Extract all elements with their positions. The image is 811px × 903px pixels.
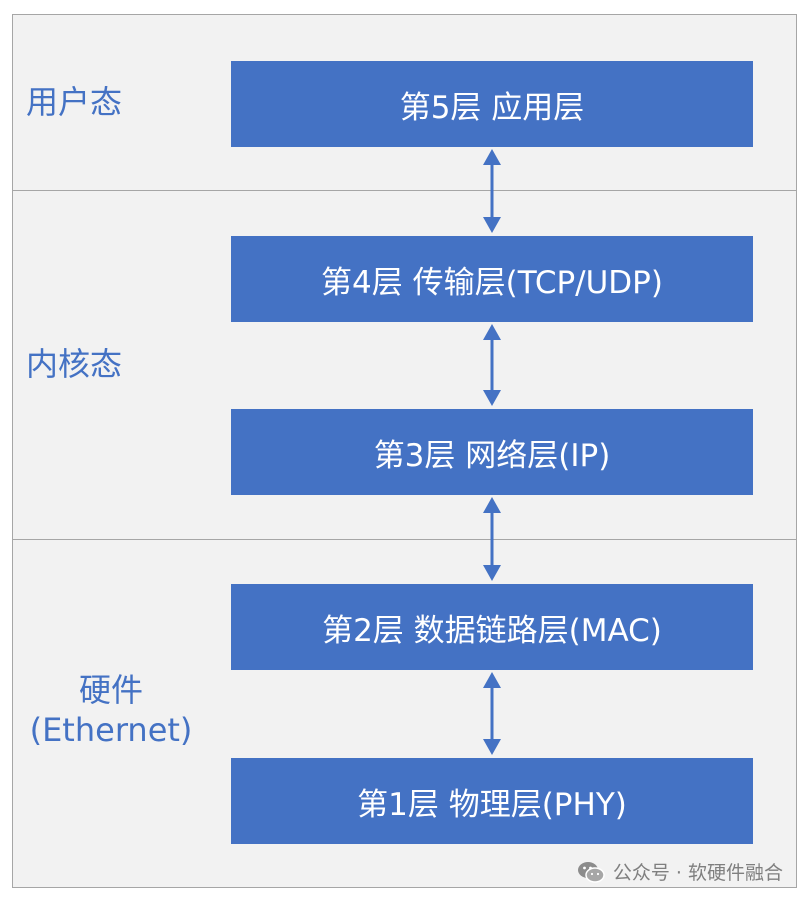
- arrow-layer3-layer2: [483, 497, 501, 581]
- layer-1-physical-box: 第1层 物理层(PHY): [231, 758, 753, 844]
- watermark-text: 公众号 · 软硬件融合: [612, 862, 783, 884]
- layer-3-network-box: 第3层 网络层(IP): [231, 409, 753, 495]
- hardware-label-line1: 硬件: [78, 671, 143, 709]
- hardware-label: 硬件 (Ethernet): [16, 670, 206, 750]
- user-space-label: 用户态: [26, 83, 123, 121]
- layer-4-transport-box: 第4层 传输层(TCP/UDP): [231, 236, 753, 322]
- hardware-label-line2: (Ethernet): [29, 711, 193, 749]
- arrow-layer5-layer4: [483, 149, 501, 233]
- wechat-icon: [577, 861, 605, 883]
- arrow-layer4-layer3: [483, 324, 501, 406]
- kernel-space-label: 内核态: [26, 345, 123, 383]
- layer-5-application-box: 第5层 应用层: [231, 61, 753, 147]
- watermark: 公众号 · 软硬件融合: [577, 858, 783, 885]
- arrow-layer2-layer1: [483, 672, 501, 755]
- layer-2-datalink-box: 第2层 数据链路层(MAC): [231, 584, 753, 670]
